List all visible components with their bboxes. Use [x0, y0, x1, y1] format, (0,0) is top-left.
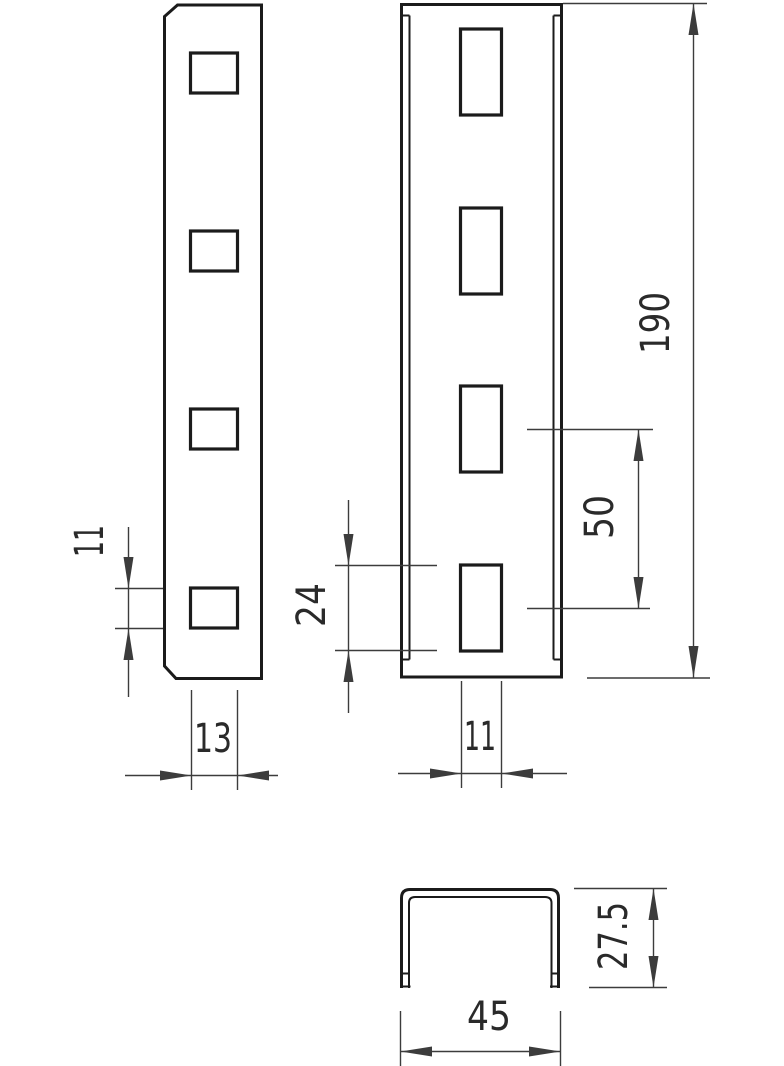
arrow-down-icon — [648, 956, 659, 988]
side-view-hole — [188, 51, 240, 95]
dim-front-slot-length: 24 — [289, 500, 437, 713]
dim-label-hole-width: 13 — [194, 716, 232, 762]
arrow-down-icon — [123, 557, 134, 589]
dim-label-section-height: 27.5 — [591, 902, 637, 970]
front-view: 24 50 190 11 — [289, 2, 710, 788]
front-view-outline — [400, 3, 563, 679]
dim-side-hole-height: 11 — [67, 525, 163, 697]
side-view-hole — [188, 229, 240, 273]
dim-label-slot-width: 11 — [464, 714, 496, 760]
arrow-down-icon — [633, 577, 644, 609]
side-view-hole — [188, 586, 240, 630]
front-view-slot — [458, 27, 504, 117]
arrow-down-icon — [688, 646, 699, 678]
arrow-left-icon — [400, 1046, 432, 1057]
dim-front-slot-width: 11 — [398, 681, 567, 788]
arrow-right-icon — [430, 768, 462, 779]
dim-label-slot-length: 24 — [289, 583, 335, 627]
arrow-up-icon — [343, 650, 354, 682]
arrow-right-icon — [160, 770, 192, 781]
dim-front-slot-pitch: 50 — [527, 428, 653, 610]
dim-label-section-width: 45 — [467, 994, 511, 1040]
arrow-left-icon — [501, 768, 533, 779]
section-view: 27.5 45 — [399, 887, 667, 1066]
dim-section-height: 27.5 — [574, 887, 667, 989]
side-view-hole — [188, 407, 240, 451]
arrow-down-icon — [343, 534, 354, 566]
dim-section-width: 45 — [399, 994, 562, 1066]
front-view-slot — [458, 206, 504, 296]
section-outer-contour — [400, 888, 560, 988]
side-view-outline — [163, 3, 263, 680]
side-view: 11 13 — [67, 3, 278, 790]
dim-label-total-length: 190 — [633, 292, 679, 354]
arrow-up-icon — [688, 3, 699, 35]
arrow-up-icon — [648, 888, 659, 920]
front-view-slot — [458, 384, 504, 474]
dim-front-total-length: 190 — [563, 2, 710, 679]
arrow-left-icon — [237, 770, 269, 781]
arrow-up-icon — [633, 429, 644, 461]
dim-label-hole-height: 11 — [67, 525, 113, 557]
arrow-right-icon — [529, 1046, 561, 1057]
dim-side-hole-width: 13 — [125, 690, 278, 790]
arrow-up-icon — [123, 628, 134, 660]
section-inner-contour — [408, 896, 553, 988]
front-view-slot — [458, 563, 504, 653]
dim-label-slot-pitch: 50 — [577, 495, 623, 539]
